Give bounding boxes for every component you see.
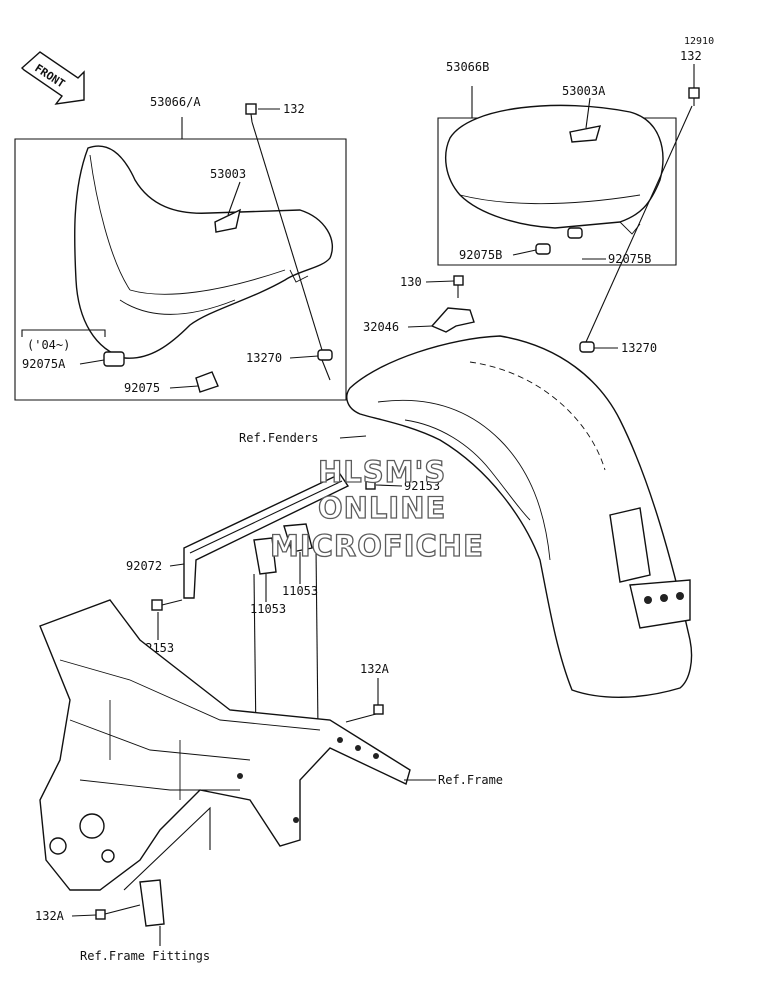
- callout-ref-frame-fittings: Ref.Frame Fittings: [80, 949, 210, 963]
- callout-53066b: 53066B: [446, 60, 489, 74]
- rear-fender-drawing: [346, 335, 693, 698]
- bolt-130-icon: [453, 275, 464, 298]
- callout-13270-left: 13270: [246, 351, 282, 365]
- callout-11053-right: 11053: [282, 584, 318, 598]
- callout-ref-fenders: Ref.Fenders: [239, 431, 318, 445]
- callout-92075b-left: 92075B: [459, 248, 502, 262]
- callout-92075: 92075: [124, 381, 160, 395]
- grommet-13270-left-icon: [317, 349, 333, 361]
- callout-04: ('04~): [27, 338, 70, 352]
- callout-92153-top: 92153: [404, 479, 440, 493]
- callout-132a-top: 132A: [360, 662, 390, 676]
- callout-132a-bottom: 132A: [35, 909, 65, 923]
- callout-53066a: 53066/A: [150, 95, 201, 109]
- seat-assembly-left-box: [14, 117, 347, 401]
- callout-132-left: 132: [283, 102, 305, 116]
- bracket-32046-icon: [430, 307, 475, 333]
- strap-92072-drawing: [183, 473, 350, 599]
- bolt-132a-bottom-icon: [95, 904, 141, 920]
- callout-132-right: 132: [680, 49, 702, 63]
- bracket-11053-left-icon: [253, 537, 277, 575]
- callout-11053-left: 11053: [250, 602, 286, 616]
- grommet-13270-right-icon: [579, 341, 595, 353]
- bolt-132-left-icon: [245, 103, 257, 123]
- callout-92075a: 92075A: [22, 357, 66, 371]
- callout-13270-right: 13270: [621, 341, 657, 355]
- frame-fitting-bracket-icon: [139, 879, 165, 927]
- callout-top-right-clipped: 12910: [684, 36, 714, 47]
- seat-assembly-right-box: [437, 86, 677, 266]
- bolt-132-right-icon: [688, 87, 700, 106]
- callout-92072: 92072: [126, 559, 162, 573]
- watermark-line-3: MICROFICHE: [270, 529, 484, 563]
- callout-53003: 53003: [210, 167, 246, 181]
- callout-ref-frame: Ref.Frame: [438, 773, 503, 787]
- front-arrow-icon: FRONT: [20, 51, 85, 105]
- rider-seat-drawing: [73, 145, 334, 393]
- bolt-132a-top-icon: [345, 704, 384, 723]
- callout-53003a: 53003A: [562, 84, 606, 98]
- watermark-line-1: HLSM'S: [318, 455, 446, 489]
- bolt-92153-left-icon: [151, 599, 183, 611]
- callout-92075b-right: 92075B: [608, 252, 651, 266]
- frame-drawing: [39, 599, 411, 891]
- watermark-line-2: ONLINE: [318, 491, 446, 525]
- bracket-11053-right-icon: [283, 523, 313, 553]
- bolt-92153-top-icon: [365, 479, 376, 490]
- callout-32046: 32046: [363, 320, 399, 334]
- passenger-seat-drawing: [445, 104, 664, 255]
- callout-130: 130: [400, 275, 422, 289]
